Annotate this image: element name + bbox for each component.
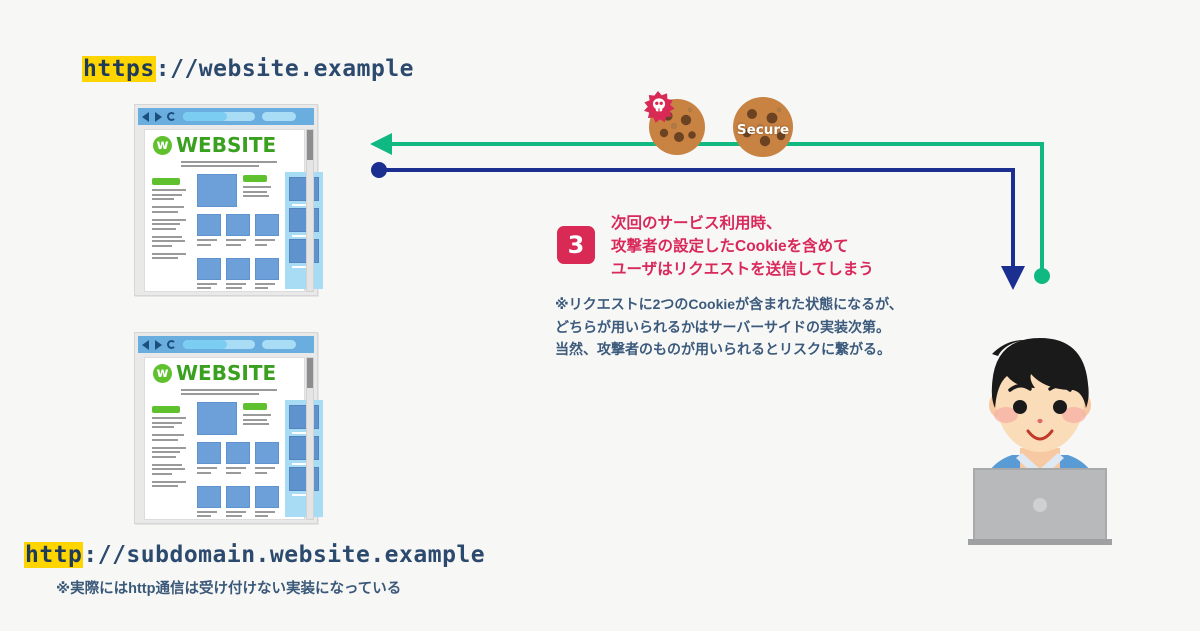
sidebar-card (289, 208, 319, 237)
content-card (255, 442, 279, 480)
url-footnote: ※実際にはhttp通信は受け付けない実装になっている (56, 581, 402, 597)
response-arrow-dot (1034, 268, 1050, 284)
browser-window-http: w WEBSITE (134, 332, 323, 524)
content-card (197, 214, 221, 252)
skull-badge-icon (644, 91, 675, 123)
content-card (226, 485, 250, 524)
content-card (226, 257, 250, 296)
site-logo: w WEBSITE (153, 133, 277, 157)
browser-scrollbar-thumb[interactable] (307, 130, 313, 160)
forward-arrow-icon[interactable] (155, 340, 162, 350)
search-bar[interactable] (262, 112, 296, 121)
sidebar-card (289, 239, 319, 268)
url-label-https: https://website.example (82, 56, 414, 82)
address-bar[interactable] (183, 112, 255, 121)
content-card (226, 214, 250, 252)
cookie-secure: Secure (727, 96, 799, 163)
response-arrow-head (370, 133, 392, 155)
cookie-attacker (640, 90, 710, 165)
site-logo-mark: w (153, 364, 172, 383)
browser-page-content: w WEBSITE (144, 357, 323, 523)
page-left-nav (152, 406, 192, 493)
address-bar-fill (183, 340, 227, 349)
site-logo: w WEBSITE (153, 361, 277, 385)
step-number-badge: 3 (557, 226, 595, 264)
page-sidebar (285, 172, 323, 289)
page-sidebar (285, 400, 323, 517)
content-card (255, 257, 279, 296)
site-logo-text: WEBSITE (176, 361, 277, 385)
request-arrow-dot (371, 162, 387, 178)
note-description: ※リクエストに2つのCookieが含まれた状態になるが、 どちらが用いられるかは… (555, 296, 903, 357)
forward-arrow-icon[interactable] (155, 112, 162, 122)
browser-window-https: w WEBSITE (134, 104, 323, 296)
browser-scrollbar[interactable] (306, 129, 314, 292)
page-main-content (197, 174, 279, 295)
url-rest-http: ://subdomain.website.example (83, 542, 486, 568)
hero-image (197, 402, 237, 435)
address-bar[interactable] (183, 340, 255, 349)
url-label-http: http://subdomain.website.example (24, 542, 485, 568)
sidebar-card (289, 405, 319, 434)
sidebar-card (289, 467, 319, 496)
page-main-content (197, 402, 279, 523)
page-left-nav (152, 178, 192, 265)
step-description: 次回のサービス利用時、 攻撃者の設定したCookieを含めて ユーザはリクエスト… (611, 215, 874, 278)
content-card (197, 485, 221, 524)
hero-image (197, 174, 237, 207)
content-card (255, 485, 279, 524)
user-illustration (960, 305, 1120, 547)
url-rest-https: ://website.example (155, 56, 414, 82)
back-arrow-icon[interactable] (142, 112, 149, 122)
page-tagline (181, 159, 277, 169)
site-logo-mark: w (153, 136, 172, 155)
content-card (255, 214, 279, 252)
nav-header-bar (152, 178, 180, 185)
back-arrow-icon[interactable] (142, 340, 149, 350)
browser-titlebar (138, 108, 314, 125)
browser-titlebar (138, 336, 314, 353)
url-scheme-https: https (82, 56, 156, 82)
site-logo-text: WEBSITE (176, 133, 277, 157)
reload-icon[interactable] (167, 340, 176, 349)
address-bar-fill (183, 112, 227, 121)
content-card (197, 257, 221, 296)
browser-scrollbar-thumb[interactable] (307, 358, 313, 388)
page-tagline (181, 387, 277, 397)
browser-page-content: w WEBSITE (144, 129, 323, 295)
sidebar-card (289, 177, 319, 206)
nav-header-bar (152, 406, 180, 413)
sidebar-card (289, 436, 319, 465)
cookie-secure-label: Secure (736, 122, 790, 138)
content-card (226, 442, 250, 480)
content-card (197, 442, 221, 480)
url-scheme-http: http (24, 542, 84, 568)
reload-icon[interactable] (167, 112, 176, 121)
search-bar[interactable] (262, 340, 296, 349)
browser-scrollbar[interactable] (306, 357, 314, 520)
